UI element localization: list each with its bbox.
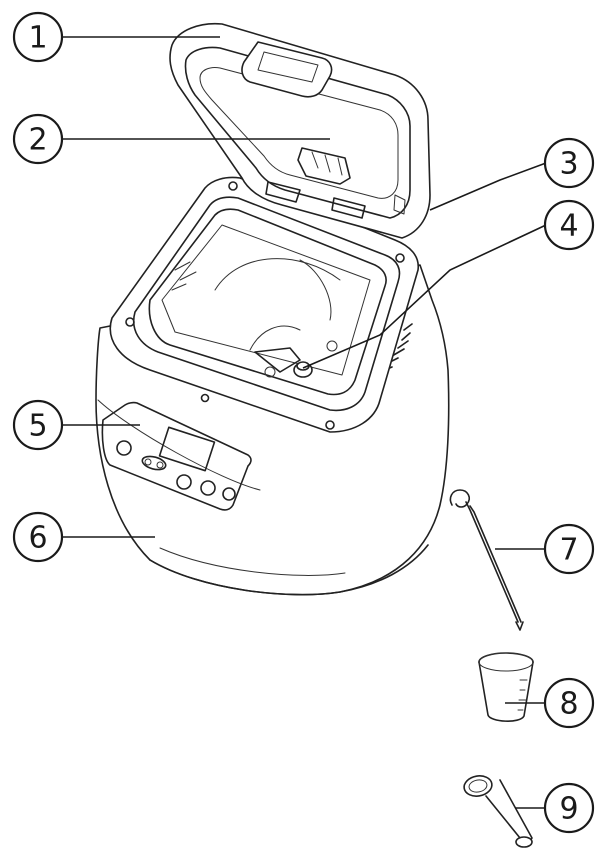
callout-label-4: 4 xyxy=(559,209,578,244)
callout-8: 8 xyxy=(543,677,595,729)
callout-2: 2 xyxy=(12,113,64,165)
lid xyxy=(169,22,431,239)
callout-label-2: 2 xyxy=(28,123,47,158)
callout-4: 4 xyxy=(543,199,595,251)
callout-3: 3 xyxy=(543,137,595,189)
callout-label-8: 8 xyxy=(559,687,578,722)
bread-maker-body xyxy=(95,176,450,596)
callout-label-5: 5 xyxy=(28,409,47,444)
callout-7: 7 xyxy=(543,523,595,575)
measuring-cup-drawing xyxy=(478,652,534,722)
callout-label-6: 6 xyxy=(28,521,47,556)
callout-label-1: 1 xyxy=(28,21,47,56)
leader-lines xyxy=(62,36,547,809)
callout-1: 1 xyxy=(12,11,64,63)
callout-label-7: 7 xyxy=(559,533,578,568)
control-panel-drawing xyxy=(101,401,252,511)
callout-label-9: 9 xyxy=(559,792,578,827)
callout-9: 9 xyxy=(543,782,595,834)
hook-drawing xyxy=(449,489,524,631)
measuring-spoon-drawing xyxy=(463,775,533,848)
callout-5: 5 xyxy=(12,399,64,451)
callout-label-3: 3 xyxy=(559,147,578,182)
callout-6: 6 xyxy=(12,511,64,563)
